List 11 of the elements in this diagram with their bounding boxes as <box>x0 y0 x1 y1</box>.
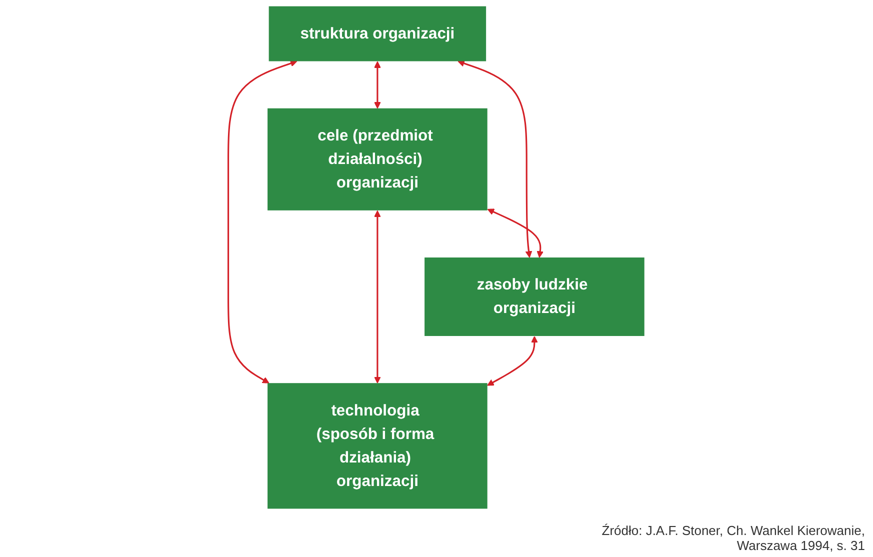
node-box: technologia (sposób i forma działania) organizacji <box>268 383 488 509</box>
arrow <box>458 60 532 258</box>
arrow <box>488 208 544 258</box>
node-box: zasoby ludzkie organizacji <box>424 258 645 336</box>
arrow <box>374 210 382 384</box>
source-caption: Źródło: J.A.F. Stoner, Ch. Wankel Kierowanie, Warszawa 1994, s. 31 <box>600 523 865 553</box>
node-box: cele (przedmiot działalności) organizacji <box>268 108 488 210</box>
node-box: struktura organizacji <box>269 6 486 62</box>
arrow <box>228 60 298 384</box>
arrow <box>487 336 538 386</box>
arrow <box>374 61 382 109</box>
